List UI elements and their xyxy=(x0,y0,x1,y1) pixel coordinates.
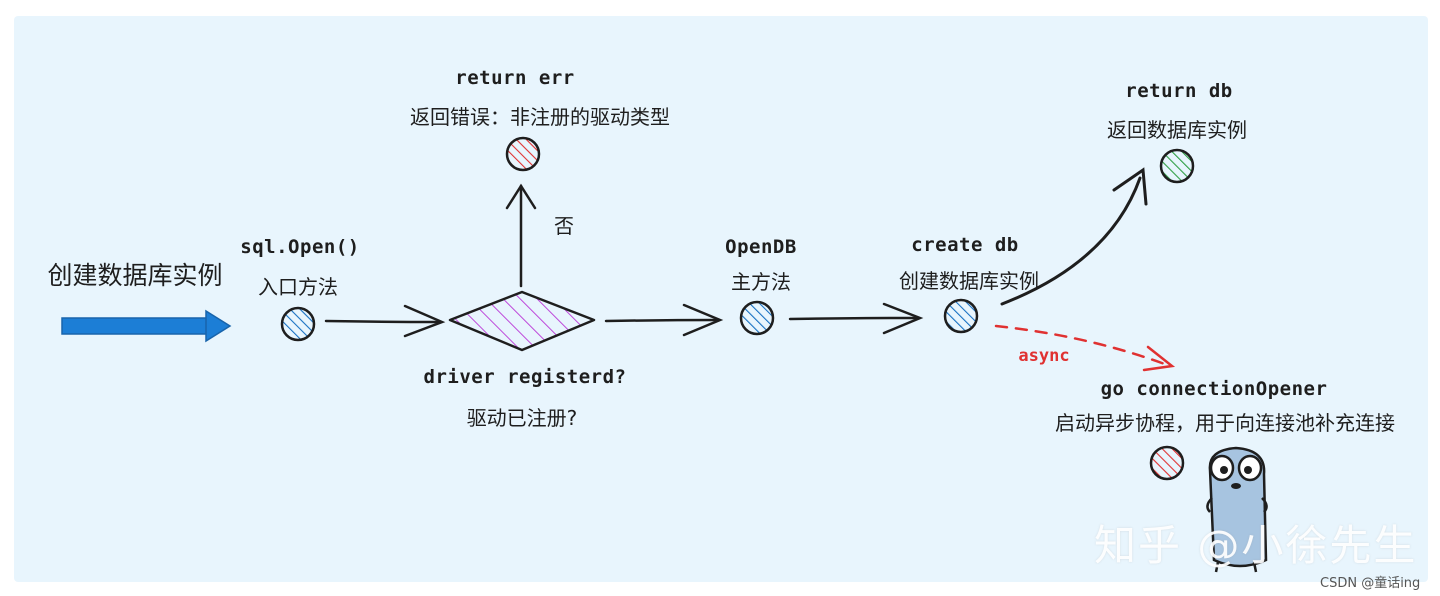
opendb-desc-label: 主方法 xyxy=(731,270,791,294)
arrow-async-to-connection-opener xyxy=(994,324,1176,372)
return-db-node xyxy=(1159,148,1195,184)
opendb-node xyxy=(739,300,775,336)
return-err-node xyxy=(505,136,541,172)
sql-open-code-label: sql.Open() xyxy=(240,236,360,258)
connection-opener-code-label: go connectionOpener xyxy=(1100,378,1328,400)
decision-code-label: driver registerd? xyxy=(423,366,627,388)
decision-diamond xyxy=(448,290,596,352)
return-err-desc-label: 返回错误：非注册的驱动类型 xyxy=(410,105,670,129)
return-err-code-label: return err xyxy=(455,67,575,89)
diagram-canvas xyxy=(14,16,1428,582)
create-db-desc-label: 创建数据库实例 xyxy=(899,269,1039,293)
async-label: async xyxy=(1018,346,1070,366)
zhihu-watermark: 知乎 @小徐先生 xyxy=(1094,521,1418,570)
connection-opener-desc-label: 启动异步协程，用于向连接池补充连接 xyxy=(1055,411,1395,435)
go-gopher-icon xyxy=(1206,446,1268,573)
create-db-node xyxy=(943,298,979,334)
arrow-opendb-to-create-db xyxy=(788,302,924,335)
branch-no-label: 否 xyxy=(554,214,574,238)
arrow-create-db-to-return-db xyxy=(1000,167,1148,306)
decision-desc-label: 驱动已注册? xyxy=(466,406,578,430)
sql-open-desc-label: 入口方法 xyxy=(258,275,338,299)
create-db-code-label: create db xyxy=(911,234,1019,256)
arrow-decision-to-opendb xyxy=(604,303,724,337)
csdn-watermark: CSDN @童话ing xyxy=(1320,576,1421,591)
entry-title: 创建数据库实例 xyxy=(47,261,223,290)
entry-arrow xyxy=(61,309,232,343)
return-db-code-label: return db xyxy=(1125,80,1233,102)
return-db-desc-label: 返回数据库实例 xyxy=(1107,118,1247,142)
sql-open-node xyxy=(280,306,316,342)
opendb-code-label: OpenDB xyxy=(725,236,797,258)
connection-opener-node xyxy=(1149,445,1185,481)
arrow-decision-to-return-err xyxy=(505,183,537,288)
arrow-open-to-decision xyxy=(324,304,446,338)
